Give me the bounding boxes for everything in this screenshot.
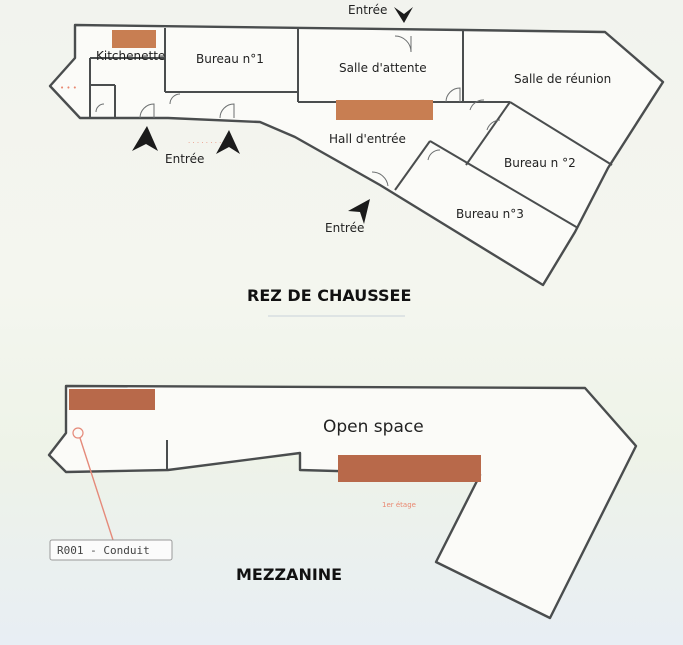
- entrance-marker-bottom: Entrée: [325, 199, 370, 235]
- kitchenette-counter: [112, 30, 156, 48]
- entrance-label: Entrée: [325, 221, 364, 235]
- entrance-arrow-icon: [394, 7, 413, 23]
- floor-heading-mezzanine: MEZZANINE: [236, 565, 342, 584]
- room-label-bureau-2: Bureau n °2: [504, 156, 576, 170]
- conduit-marker-icon: [72, 427, 84, 439]
- ground-floor-plan: • • • · · · · · · · · · · Kitchenette Bu…: [48, 3, 665, 305]
- floor-heading-ground: REZ DE CHAUSSEE: [247, 286, 411, 305]
- ground-floor-outer-wall: [48, 23, 665, 287]
- waiting-room-counter: [336, 100, 433, 120]
- entrance-arrow-icon: [132, 126, 158, 151]
- ground-floor-inner-walls: [89, 28, 613, 229]
- faint-annotation: • • •: [60, 84, 77, 92]
- conduit-callout-label: R001 - Conduit: [57, 544, 150, 557]
- mezzanine-outer-wall: [47, 384, 638, 620]
- room-label-bureau-3: Bureau n°3: [456, 207, 524, 221]
- room-label-open-space: Open space: [323, 417, 424, 437]
- room-label-bureau-1: Bureau n°1: [196, 52, 264, 66]
- mezzanine-furniture-left: [69, 389, 155, 410]
- mezzanine-furniture-right: [338, 455, 481, 482]
- room-label-premier-etage: 1er étage: [382, 501, 416, 509]
- entrance-marker-top: Entrée: [348, 3, 413, 23]
- entrance-arrow-icon: [348, 199, 370, 224]
- room-label-salle-attente: Salle d'attente: [339, 61, 427, 75]
- entrance-arrow-icon: [216, 130, 240, 154]
- entrance-label: Entrée: [165, 152, 204, 166]
- room-label-kitchenette: Kitchenette: [96, 49, 165, 63]
- room-label-hall: Hall d'entrée: [329, 132, 406, 146]
- entrance-label: Entrée: [348, 3, 387, 17]
- ground-floor-doors: [95, 35, 501, 187]
- entrance-marker-left: Entrée: [132, 126, 240, 166]
- faint-annotation: · · · · · · · · · ·: [188, 139, 230, 147]
- conduit-callout: R001 - Conduit: [49, 427, 173, 561]
- room-label-salle-reunion: Salle de réunion: [514, 72, 611, 86]
- mezzanine-plan: Open space 1er étage R001 - Conduit MEZZ…: [47, 384, 638, 620]
